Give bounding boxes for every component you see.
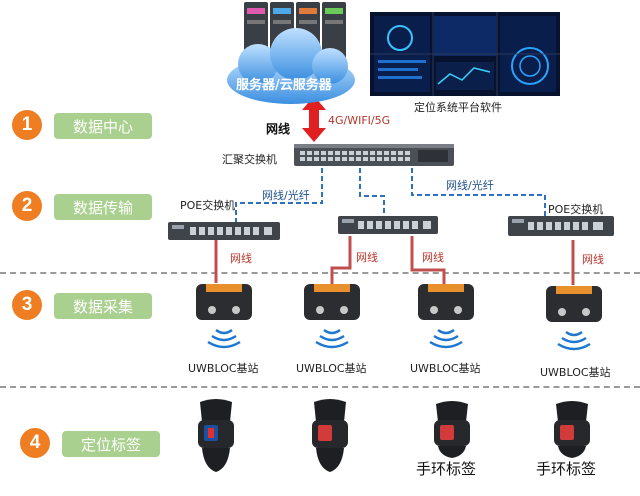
cable-label: 网线 <box>422 251 444 264</box>
cable-label: 网线 <box>230 252 252 265</box>
bidirectional-arrow-icon <box>302 96 326 142</box>
wristband-tag-icon <box>312 399 348 472</box>
platform-label: 定位系统平台软件 <box>414 101 502 114</box>
station-label: UWBLOC基站 <box>410 362 481 375</box>
step-label: 定位标签 <box>62 431 160 457</box>
uplink-label: 网线 <box>266 122 291 136</box>
station-label: UWBLOC基站 <box>296 362 367 375</box>
fiber-line-right <box>411 168 546 216</box>
step-number: 3 <box>12 290 42 320</box>
station-label: UWBLOC基站 <box>540 366 611 379</box>
poe-switch-icon <box>338 216 438 234</box>
step-label: 数据采集 <box>54 293 152 319</box>
step-number: 4 <box>20 428 50 458</box>
uwb-station-icon <box>196 284 252 349</box>
wristband-tag-icon <box>434 401 470 458</box>
poe-switch-icon <box>168 222 280 240</box>
tag-label: 手环标签 <box>536 460 597 478</box>
cloud-server-icon <box>227 2 355 104</box>
cable-line-3 <box>410 236 446 285</box>
uwb-station-icon <box>546 286 602 351</box>
wristband-tag-icon <box>554 401 590 458</box>
cloud-label: 服务器/云服务器 <box>236 78 332 93</box>
section-divider <box>0 386 640 388</box>
poe-switch-icon <box>508 216 614 236</box>
poe-switch-label: POE交换机 <box>548 203 604 216</box>
section-divider <box>0 272 640 274</box>
uwb-station-icon <box>304 284 360 349</box>
wristband-tag-icon <box>198 399 234 472</box>
core-switch-label: 汇聚交换机 <box>222 153 277 166</box>
step-label: 数据传输 <box>54 194 152 220</box>
fiber-line-middle <box>359 168 385 216</box>
step-label: 数据中心 <box>54 113 152 139</box>
fiber-label: 网线/光纤 <box>446 179 494 192</box>
poe-switch-label: POE交换机 <box>180 199 236 212</box>
cable-line-2 <box>330 236 352 284</box>
core-switch-icon <box>294 144 454 166</box>
wireless-label: 4G/WIFI/5G <box>328 114 391 127</box>
station-label: UWBLOC基站 <box>188 362 259 375</box>
step-number: 2 <box>12 191 42 221</box>
step-number: 1 <box>12 110 42 140</box>
platform-screen-icon <box>370 12 560 96</box>
cable-label: 网线 <box>356 251 378 264</box>
fiber-label: 网线/光纤 <box>262 189 310 202</box>
fiber-line-left <box>235 168 323 224</box>
tag-label: 手环标签 <box>416 460 477 478</box>
uwb-station-icon <box>418 284 474 349</box>
cable-label: 网线 <box>582 253 604 266</box>
